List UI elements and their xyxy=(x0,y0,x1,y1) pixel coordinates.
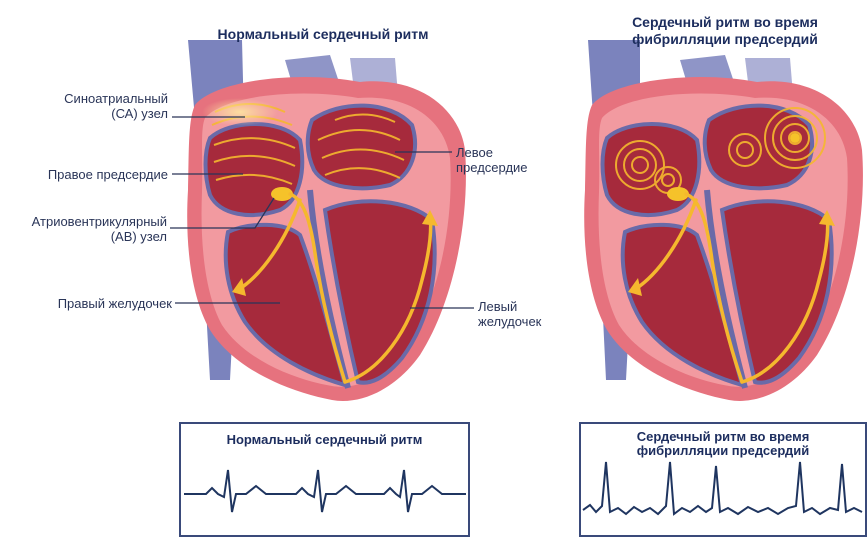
label-left-ventricle: Левый желудочек xyxy=(478,299,578,329)
label-right-ventricle: Правый желудочек xyxy=(0,296,172,311)
fibrillation-focus xyxy=(790,133,800,143)
label-left-atrium: Левое предсердие xyxy=(456,145,566,175)
label-av-node-line2: (АВ) узел xyxy=(111,229,167,244)
sa-glow xyxy=(202,98,278,126)
right-heart-illustration xyxy=(584,40,863,401)
label-right-atrium: Правое предсердие xyxy=(0,167,168,182)
label-sa-node: Синоатриальный (СА) узел xyxy=(0,91,168,121)
left-atrium-chamber-af xyxy=(705,106,812,189)
label-left-ventricle-line1: Левый xyxy=(478,299,517,314)
right-panel-title-line2: фибрилляции предсердий xyxy=(632,31,818,47)
label-sa-node-line1: Синоатриальный xyxy=(64,91,168,106)
af-ecg-title-line1: Сердечный ритм во время xyxy=(637,429,810,444)
left-panel-title: Нормальный сердечный ритм xyxy=(178,26,468,43)
label-left-atrium-line1: Левое xyxy=(456,145,493,160)
af-ecg-title: Сердечный ритм во время фибрилляции пред… xyxy=(582,430,864,458)
normal-ecg-title: Нормальный сердечный ритм xyxy=(182,433,467,447)
left-heart-illustration xyxy=(187,40,466,401)
label-sa-node-line2: (СА) узел xyxy=(111,106,168,121)
label-left-ventricle-line2: желудочек xyxy=(478,314,541,329)
label-av-node-line1: Атриовентрикулярный xyxy=(32,214,167,229)
label-av-node: Атриовентрикулярный (АВ) узел xyxy=(0,214,167,244)
label-left-atrium-line2: предсердие xyxy=(456,160,528,175)
left-atrium-chamber xyxy=(308,106,415,189)
right-panel-title: Сердечный ритм во время фибрилляции пред… xyxy=(590,14,860,48)
af-ecg-title-line2: фибрилляции предсердий xyxy=(637,443,809,458)
right-panel-title-line1: Сердечный ритм во время xyxy=(632,14,818,30)
